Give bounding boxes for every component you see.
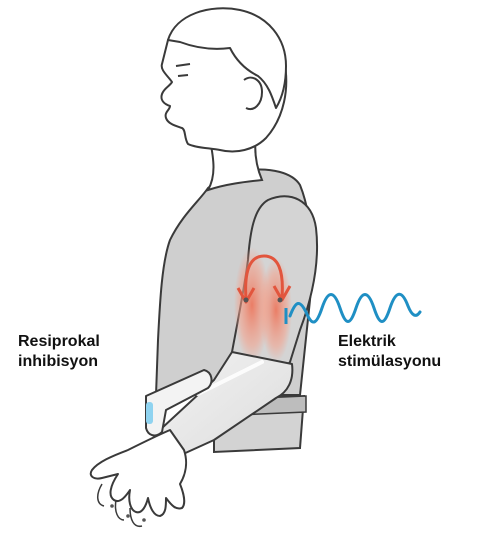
device-screen: [146, 402, 153, 424]
electrode-left: [244, 298, 249, 303]
hand: [91, 430, 186, 516]
electric-stimulation-line2: stimülasyonu: [338, 352, 441, 372]
finger-dot-1: [110, 504, 114, 508]
reciprocal-inhibition-line2: inhibisyon: [18, 352, 100, 372]
reciprocal-inhibition-label: Resiprokal inhibisyon: [18, 332, 100, 372]
electrode-right: [278, 298, 283, 303]
finger-dot-2: [126, 514, 130, 518]
electric-stimulation-label: Elektrik stimülasyonu: [338, 332, 441, 372]
finger-dot-3: [142, 518, 146, 522]
reciprocal-inhibition-line1: Resiprokal: [18, 332, 100, 352]
eye: [178, 75, 188, 76]
electric-stimulation-line1: Elektrik: [338, 332, 441, 352]
